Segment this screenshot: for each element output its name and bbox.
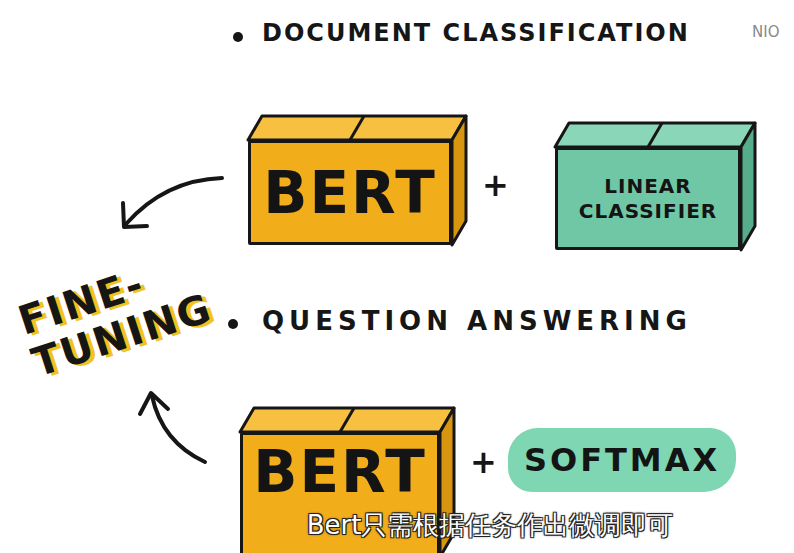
box-top [240,408,454,432]
section-heading: DOCUMENT CLASSIFICATION [262,20,690,46]
box-side [452,116,466,245]
softmax-blob: SOFTMAX [508,428,736,492]
watermark: NIO [752,24,779,41]
box-side [741,123,755,250]
plus-sign: + [482,168,509,203]
bullet-dot [228,319,238,329]
curved-arrow [126,178,222,224]
curved-arrow [152,396,205,462]
box-top [555,123,755,147]
box-faces [555,147,556,148]
node-text: BERT [253,443,426,501]
block-box: LINEAR CLASSIFIER [555,147,741,250]
box-seam [350,116,364,140]
plus-sign: + [470,445,497,480]
node-text: BERT [263,164,436,222]
box-top [248,116,466,140]
box-faces [240,432,241,433]
block-box: BERT [248,140,452,245]
arrow-head [123,203,147,227]
arrow-head [140,393,168,414]
box-faces [248,140,249,141]
section-heading: QUESTION ANSWERING [262,307,692,336]
box-seam [648,123,662,147]
bullet-dot [233,32,243,42]
node-text: LINEAR CLASSIFIER [568,174,728,224]
subtitle-caption: Bert只需根据任务作出微调即可 [307,508,674,543]
node-text: SOFTMAX [524,440,720,480]
side-title: FINE- TUNING [13,243,217,384]
box-seam [340,408,354,432]
